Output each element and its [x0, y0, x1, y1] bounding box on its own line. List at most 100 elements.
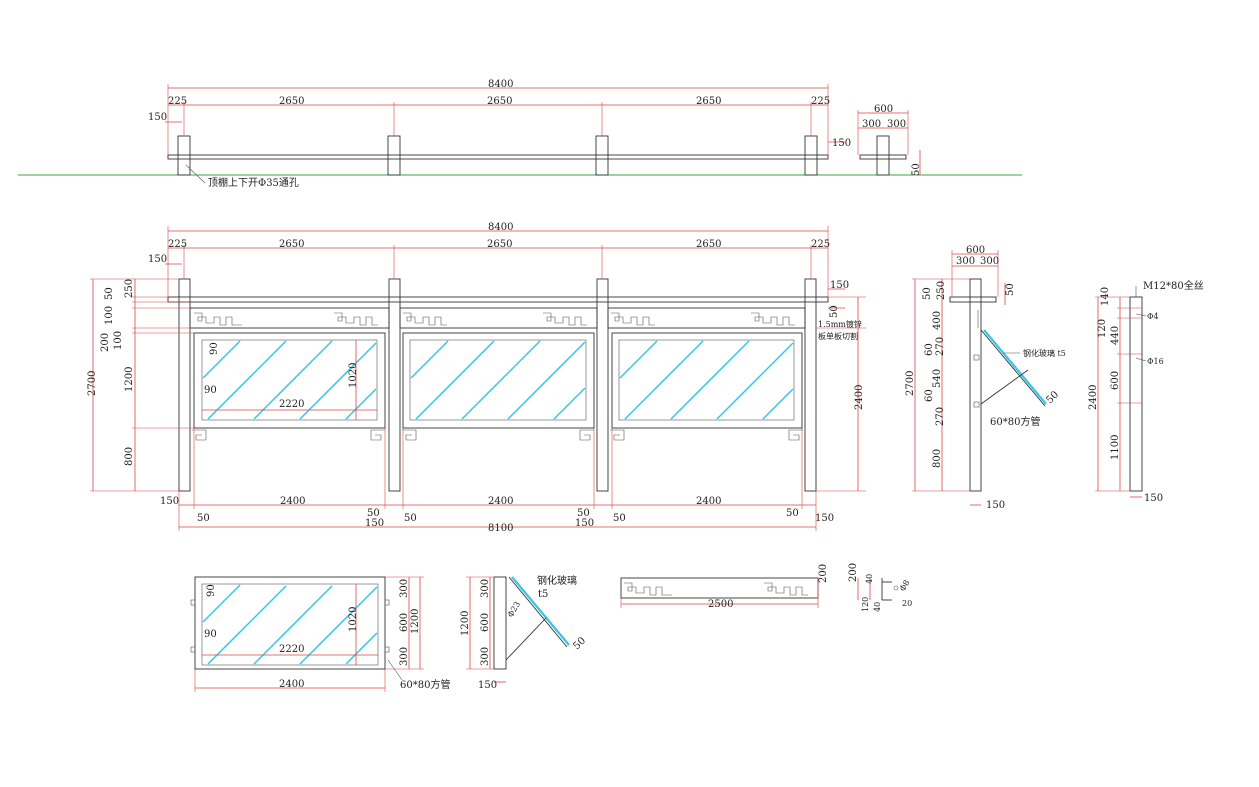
front-left-dim: 800 [124, 447, 135, 466]
panel-side-dim: 300 [480, 579, 491, 598]
front-roof [167, 296, 829, 303]
panel-side-dim: 300 [480, 647, 491, 666]
front-note: 1.5mm镀锌 [818, 319, 862, 329]
plan-side-view: 600 300 300 50 [857, 104, 922, 176]
panel-glass-dim: 90 [204, 629, 217, 640]
front-left-dim: 250 [124, 279, 135, 298]
fascia-height: 200 [818, 564, 829, 583]
board-frame [193, 332, 386, 429]
side-dim: 800 [932, 449, 943, 468]
fascia-pattern [611, 312, 655, 326]
plan-side-half: 300 [862, 119, 881, 130]
side-glass-50: 50 [1044, 389, 1061, 406]
front-seg-dim: 2650 [696, 239, 721, 250]
post-dim: 120 [1097, 319, 1108, 338]
front-bottom-small: 150 [365, 518, 384, 529]
plan-hole-note: 顶棚上下开Φ35通孔 [208, 176, 299, 189]
front-bottom-small: 150 [575, 518, 594, 529]
plan-seg-dim: 2650 [487, 96, 512, 107]
side-roof-dim: 250 [936, 281, 947, 300]
front-left-dim: 200 [100, 333, 111, 352]
fascia-board [189, 307, 390, 329]
panel-frame [194, 576, 386, 670]
front-post [804, 278, 817, 492]
front-post [178, 278, 191, 492]
side-half: 300 [980, 256, 999, 267]
panel-width: 2400 [279, 679, 304, 690]
side-height: 2700 [905, 371, 916, 396]
fascia-section-dim: 20 [902, 599, 912, 608]
fascia-pattern [194, 312, 242, 326]
fascia-board [399, 307, 598, 329]
panel-right-dim: 1200 [410, 609, 421, 634]
side-roof-dim: 50 [1005, 283, 1016, 296]
post-dim: 1100 [1110, 435, 1121, 460]
front-bottom-small: 150 [815, 513, 834, 524]
post-hole: Φ4 [1147, 312, 1159, 321]
glass-panel [201, 339, 378, 421]
plan-side-thk: 50 [911, 163, 922, 176]
fascia-section-dim: 40 [873, 602, 882, 612]
side-dim: 60 [924, 343, 935, 356]
front-bottom-seg: 2400 [696, 496, 721, 507]
front-right-roof: 150 [830, 280, 849, 291]
panel-glass-dim: 1020 [348, 607, 359, 632]
plan-overall-dim: 8400 [488, 79, 513, 90]
fascia-section-hole: Φ8 [898, 578, 912, 593]
post-dim: 140 [1100, 287, 1111, 306]
post-body [1129, 296, 1143, 492]
fascia-section: 200 40 120 40 20 Φ8 [848, 563, 912, 612]
plan-seg-dim: 225 [168, 96, 187, 107]
panel-side-label: 钢化玻璃 [537, 574, 577, 587]
plan-roof [167, 154, 829, 160]
side-post [969, 278, 982, 492]
panel-side-base: 150 [478, 680, 497, 691]
panel-right-dim: 300 [399, 579, 410, 598]
front-left-dim: 50 [104, 287, 115, 300]
side-dim: 60 [924, 389, 935, 402]
panel-side-glass [511, 576, 570, 646]
front-overall-dim: 8400 [488, 222, 513, 233]
panel-glass [201, 583, 379, 666]
plan-view: 8400 225 2650 2650 2650 225 150 150 顶棚上下… [18, 79, 1022, 189]
front-bottom-seg: 2400 [280, 496, 305, 507]
front-left-dim: 100 [104, 306, 115, 325]
front-left-height: 2700 [87, 371, 98, 396]
front-right-50: 50 [829, 305, 840, 318]
plan-post [387, 135, 401, 176]
side-dim: 270 [935, 337, 946, 356]
panel-side-dim: 1200 [460, 611, 471, 636]
post-dim: 600 [1110, 371, 1121, 390]
front-seg-dim: 2650 [279, 239, 304, 250]
fascia-pattern [403, 312, 447, 326]
panel-right-dim: 600 [399, 613, 410, 632]
board-frame [402, 332, 595, 429]
glass-panel [618, 339, 795, 421]
panel-glass-dim: 2220 [279, 644, 304, 655]
panel-side-angle: Φ23 [506, 600, 522, 619]
front-bottom-small: 50 [404, 513, 417, 524]
plan-seg-dim: 225 [811, 96, 830, 107]
front-seg-dim: 225 [811, 239, 830, 250]
fascia-board [607, 307, 806, 329]
fascia-width: 2500 [708, 599, 733, 610]
plan-post [177, 135, 191, 176]
plan-seg-dim: 2650 [696, 96, 721, 107]
post-bolt-label: M12*80全丝 [1143, 279, 1204, 292]
front-glass-dim: 90 [204, 385, 217, 396]
side-glass-label: 钢化玻璃 t5 [1023, 348, 1066, 358]
front-bottom-seg: 2400 [488, 496, 513, 507]
plan-side-half: 300 [887, 119, 906, 130]
front-bottom-small: 50 [367, 508, 380, 519]
board-frame [611, 332, 803, 429]
front-note: 板单板切割 [818, 331, 858, 341]
side-width: 600 [966, 245, 985, 256]
front-bottom-small: 50 [197, 513, 210, 524]
side-glass [983, 329, 1047, 405]
post-base: 150 [1144, 493, 1163, 504]
front-bottom-small: 50 [577, 508, 590, 519]
front-bottom-small: 150 [160, 496, 179, 507]
front-seg-dim: 225 [168, 239, 187, 250]
fascia-section-dim: 40 [865, 574, 874, 584]
